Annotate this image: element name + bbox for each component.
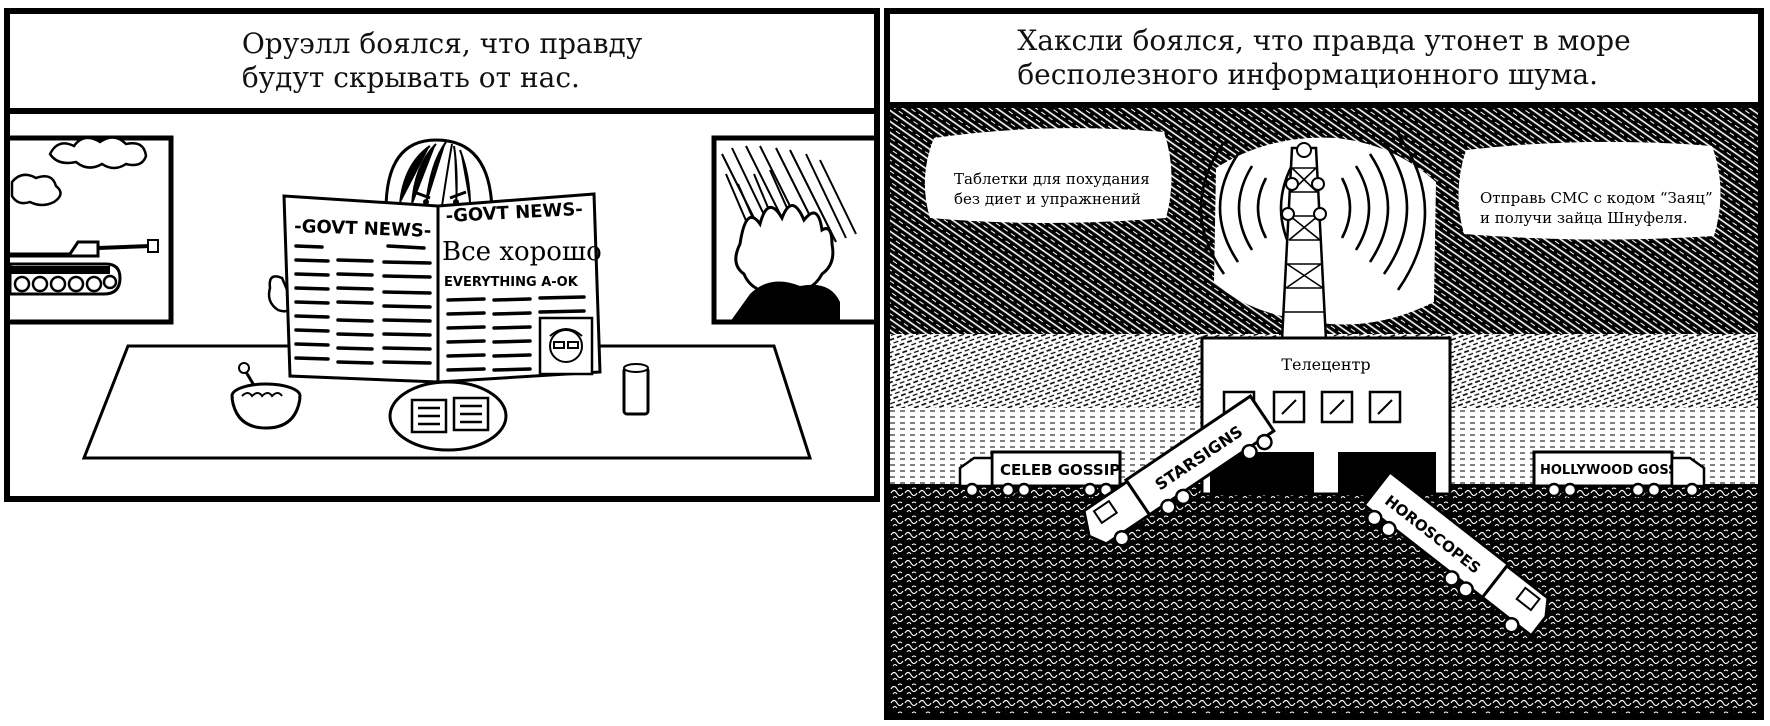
orwell-illustration: -GOVT NEWS- -GOVT NEWS- Все хорошо EVERY…: [10, 135, 874, 460]
orwell-caption: Оруэлл боялся, что правду будут скрывать…: [10, 14, 874, 114]
orwell-caption-line-1: Оруэлл боялся, что правду: [241, 27, 643, 60]
orwell-panel: Оруэлл боялся, что правду будут скрывать…: [4, 8, 880, 502]
masthead-left: -GOVT NEWS-: [294, 216, 432, 242]
bubble-left-line-2: без диет и упражнений: [954, 190, 1141, 208]
headline: Все хорошо: [442, 237, 602, 267]
bubble-right-line-2: и получи зайца Шнуфеля.: [1480, 209, 1688, 227]
truck-hollywood-goss: HOLLYWOOD GOSS: [1532, 450, 1706, 498]
reader: [384, 138, 494, 212]
huxley-caption-line-2: бесполезного информационного шума.: [1017, 58, 1599, 91]
newspaper: -GOVT NEWS- -GOVT NEWS- Все хорошо EVERY…: [282, 192, 602, 384]
window-with-hand: [711, 135, 874, 325]
ground-scribble: [890, 484, 1758, 714]
portrait-photo: [538, 316, 594, 376]
huxley-caption: Хаксли боялся, что правда утонет в море …: [890, 14, 1758, 108]
subheadline: EVERYTHING A-OK: [444, 275, 579, 290]
radio-tower: [1199, 133, 1436, 342]
orwell-caption-line-2: будут скрывать от нас.: [241, 61, 580, 94]
huxley-panel: Хаксли боялся, что правда утонет в море …: [884, 8, 1764, 720]
building-label: Телецентр: [1281, 355, 1370, 374]
truck-celeb-gossip: CELEB GOSSIP: [958, 450, 1122, 498]
cereal-bowl: [230, 362, 302, 430]
tank-icon: [10, 239, 159, 296]
bubble-left-line-1: Таблетки для похудания: [954, 170, 1150, 188]
truck-label-celeb-gossip: CELEB GOSSIP: [1000, 461, 1120, 479]
orwell-scene: -GOVT NEWS- -GOVT NEWS- Все хорошо EVERY…: [10, 114, 874, 496]
glass: [622, 363, 650, 416]
huxley-caption-line-1: Хаксли боялся, что правда утонет в море: [1017, 24, 1631, 57]
spam-bubble-right: Отправь СМС с кодом “Заяц” и получи зайц…: [1458, 141, 1721, 240]
window-with-tank: [10, 135, 174, 325]
spam-bubble-left: Таблетки для похудания без диет и упражн…: [924, 128, 1172, 223]
huxley-scene: Таблетки для похудания без диет и упражн…: [890, 108, 1758, 714]
truck-label-hollywood-goss: HOLLYWOOD GOSS: [1540, 463, 1678, 478]
huxley-illustration: Таблетки для похудания без диет и упражн…: [890, 108, 1758, 714]
plate-with-toast: [388, 380, 508, 452]
bubble-right-line-1: Отправь СМС с кодом “Заяц”: [1480, 189, 1713, 207]
